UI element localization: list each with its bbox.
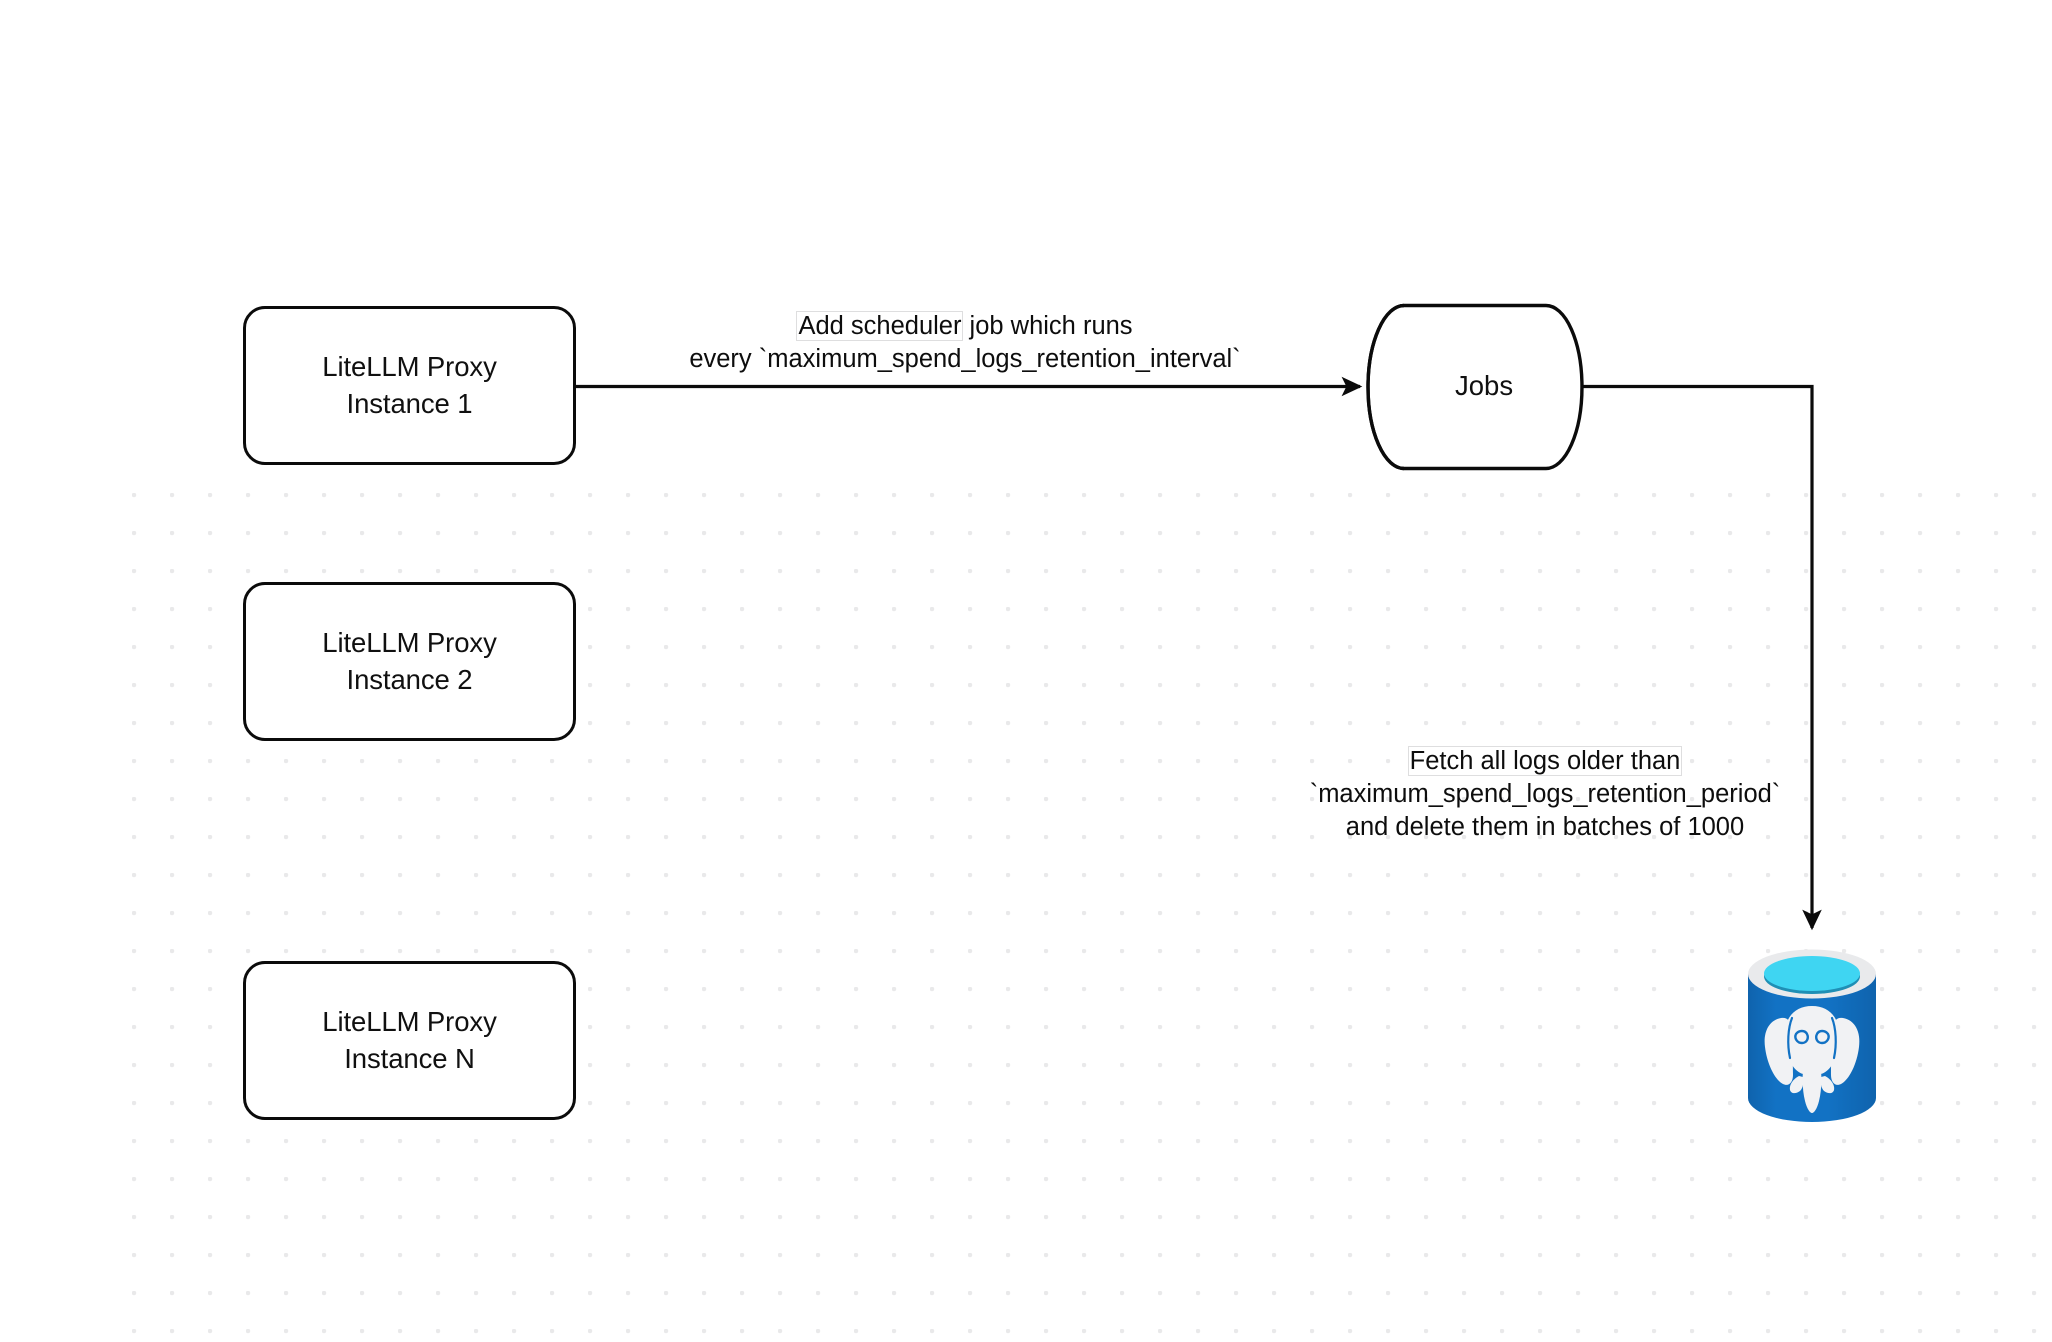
edge-label-line2: `maximum_spend_logs_retention_period` bbox=[1309, 780, 1781, 809]
jobs-cylinder-shape bbox=[1366, 303, 1584, 471]
edge-label-retention: Fetch all logs older than `maximum_spend… bbox=[1243, 745, 1847, 844]
edge-label-line2: every `maximum_spend_logs_retention_inte… bbox=[689, 345, 1241, 374]
retention-edge-line bbox=[1582, 384, 1822, 931]
node-label-line2: Instance N bbox=[344, 1042, 475, 1074]
node-proxy-instance-1[interactable]: LiteLLM Proxy Instance 1 bbox=[243, 306, 576, 465]
node-label-jobs: Jobs bbox=[1455, 370, 1514, 401]
edge-label-scheduler: Add scheduler job which runs every `maxi… bbox=[615, 310, 1315, 376]
edge-label-highlight: Add scheduler bbox=[797, 312, 963, 340]
postgresql-elephant-icon bbox=[1748, 949, 1876, 1122]
node-proxy-instance-2[interactable]: LiteLLM Proxy Instance 2 bbox=[243, 582, 576, 741]
edge-label-line1: Add scheduler job which runs bbox=[615, 310, 1315, 343]
edge-label-line3: and delete them in batches of 1000 bbox=[1345, 813, 1745, 842]
node-label-line2: Instance 2 bbox=[346, 663, 473, 695]
edge-label-highlight: Fetch all logs older than bbox=[1408, 747, 1682, 775]
node-proxy-instance-n[interactable]: LiteLLM Proxy Instance N bbox=[243, 961, 576, 1120]
node-label-line1: LiteLLM Proxy bbox=[322, 350, 497, 382]
node-label-line1: LiteLLM Proxy bbox=[322, 1005, 497, 1037]
edge-label-line1: Fetch all logs older than bbox=[1243, 745, 1847, 778]
edge-label-line1-rest: job which runs bbox=[962, 312, 1133, 340]
node-label-line2: Instance 1 bbox=[346, 387, 473, 419]
node-label-line1: LiteLLM Proxy bbox=[322, 626, 497, 658]
